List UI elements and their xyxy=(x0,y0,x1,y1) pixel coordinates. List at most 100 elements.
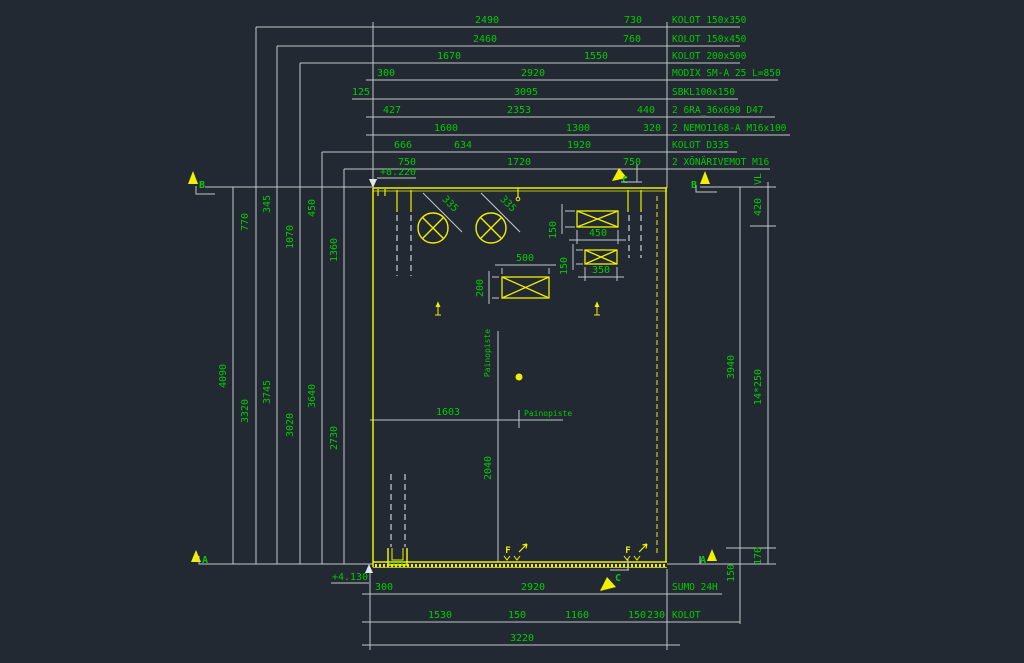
dim-text: 1670 xyxy=(437,51,461,62)
embed-plate-500x200 xyxy=(501,276,550,299)
f-label-1: F xyxy=(505,546,510,556)
dim-text: 440 xyxy=(637,105,655,116)
dim-text: 427 xyxy=(383,105,401,116)
part-label: 2 XÖNÄRIVEMOT M16 xyxy=(672,157,770,168)
lifting-loop-channel xyxy=(387,548,408,566)
right-dimension-texts: VL 3940 150 420 14*250 170 xyxy=(726,173,764,582)
dim-text: 450 xyxy=(589,228,607,239)
dim-text: 2490 xyxy=(475,15,499,26)
dim-text: 1600 xyxy=(434,123,458,134)
dim-text: 1920 xyxy=(567,140,591,151)
dim-text: 350 xyxy=(592,265,610,276)
dim-text: 150 xyxy=(508,610,526,621)
dim-text: 2040 xyxy=(483,456,494,480)
part-label: KOLOT xyxy=(672,610,701,621)
part-label: KOLOT 200x500 xyxy=(672,51,747,62)
painopiste-label-vertical: Painopiste xyxy=(483,329,492,377)
section-letter: A xyxy=(700,555,706,566)
slope-annotation-1: F xyxy=(503,543,528,561)
dim-text: 1603 xyxy=(436,407,460,418)
dim-text: 2460 xyxy=(473,34,497,45)
dim-text: 500 xyxy=(516,253,534,264)
dim-text: 3640 xyxy=(307,384,318,408)
plate-dimension-lines xyxy=(422,192,626,304)
dim-text: 634 xyxy=(454,140,472,151)
dim-text: 1300 xyxy=(566,123,590,134)
level-marker-top: +8.220 xyxy=(369,167,416,188)
dim-text: 760 xyxy=(623,34,641,45)
dim-text: 2920 xyxy=(521,68,545,79)
centroid-point xyxy=(515,373,523,381)
section-letter: C xyxy=(622,175,628,186)
dim-text: 345 xyxy=(262,195,273,213)
embed-plate-350x150 xyxy=(584,249,618,265)
dim-text: 2730 xyxy=(329,426,340,450)
right-dimension-lines xyxy=(667,182,776,624)
dim-text: 1360 xyxy=(329,238,340,262)
level-bottom-value: +4.130 xyxy=(332,572,368,583)
part-label: SBKL100x150 xyxy=(672,87,735,98)
centroid-lines xyxy=(370,331,563,562)
column-symbols xyxy=(417,212,507,244)
dim-text: 3940 xyxy=(726,355,737,379)
section-letter: B xyxy=(691,180,697,191)
part-labels: KOLOT 150x350 KOLOT 150x450 KOLOT 200x50… xyxy=(672,15,787,621)
bottom-dimension-lines xyxy=(362,569,740,650)
dim-text: 1070 xyxy=(285,225,296,249)
section-marker-c-bottom: C xyxy=(600,558,629,591)
section-marker-a-right: A xyxy=(699,549,717,566)
level-top-value: +8.220 xyxy=(380,167,416,178)
dim-text: 3220 xyxy=(510,633,534,644)
dim-text: 420 xyxy=(753,198,764,216)
dim-text: 730 xyxy=(624,15,642,26)
dim-text: 4090 xyxy=(218,364,229,388)
section-letter: B xyxy=(199,180,205,191)
element-outline xyxy=(372,187,667,567)
dim-text: 3745 xyxy=(262,380,273,404)
dim-text: 200 xyxy=(475,279,486,297)
dim-text: 2920 xyxy=(521,582,545,593)
top-dimension-lines xyxy=(255,22,790,188)
part-label: KOLOT D335 xyxy=(672,140,729,151)
dim-text: 14*250 xyxy=(753,369,764,405)
column-circle-1 xyxy=(417,212,449,244)
dim-text: 170 xyxy=(753,547,764,565)
dim-text: 150 xyxy=(726,564,737,582)
part-label: KOLOT 150x350 xyxy=(672,15,747,26)
dim-text: 125 xyxy=(352,87,370,98)
level-marker-bottom: +4.130 xyxy=(331,564,373,584)
dim-text: 666 xyxy=(394,140,412,151)
section-letter: C xyxy=(615,573,621,584)
dim-text: 750 xyxy=(623,157,641,168)
bottom-dimension-texts: 300 2920 1530 150 1160 150 230 3220 xyxy=(375,582,665,644)
part-label: SUMO 24H xyxy=(672,582,718,593)
part-label: KOLOT 150x450 xyxy=(672,34,747,45)
interior-dimension-texts: 335 335 450 150 350 150 500 200 1603 204… xyxy=(436,194,610,480)
dim-text: 3095 xyxy=(514,87,538,98)
top-dimension-texts: 2490 730 2460 760 1670 1550 300 2920 125… xyxy=(352,15,661,168)
dim-text: 150 xyxy=(559,257,570,275)
column-circle-2 xyxy=(475,212,507,244)
dim-text: 300 xyxy=(375,582,393,593)
section-marker-b-right: B xyxy=(691,171,717,193)
dim-text: 150 xyxy=(628,610,646,621)
dim-text: 450 xyxy=(307,199,318,217)
part-label: 2 NEMO1168-A M16x100 xyxy=(672,123,787,134)
left-dimension-lines xyxy=(203,186,373,565)
dim-text: 1160 xyxy=(565,610,589,621)
dim-text: 300 xyxy=(377,68,395,79)
embed-plate-450x150 xyxy=(576,210,619,228)
section-marker-b-left: B xyxy=(188,171,215,195)
f-label-2: F xyxy=(625,546,630,556)
dim-text: 320 xyxy=(643,123,661,134)
dim-text: 1530 xyxy=(428,610,452,621)
part-label: 2 6RA_36x690 D47 xyxy=(672,105,764,116)
dim-text: 1550 xyxy=(584,51,608,62)
dim-text: VL xyxy=(753,173,764,185)
dim-text: 150 xyxy=(548,221,559,239)
painopiste-label-horizontal: Painopiste xyxy=(524,409,572,418)
element-wall-details xyxy=(373,188,667,568)
section-letter: A xyxy=(202,555,208,566)
dim-text: 230 xyxy=(647,610,665,621)
